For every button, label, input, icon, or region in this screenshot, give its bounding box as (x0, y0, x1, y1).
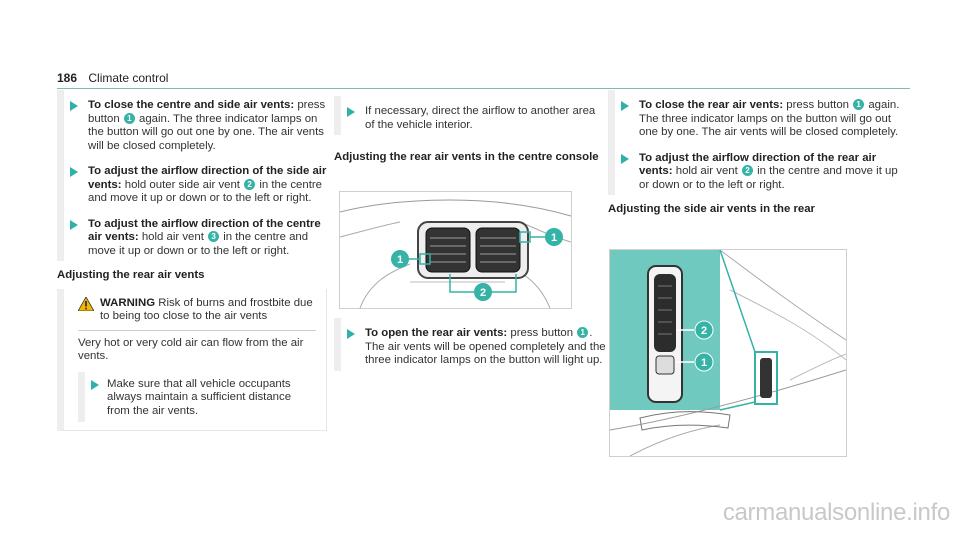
column-right: To close the rear air vents: press butto… (608, 90, 910, 223)
door-illustration: 2 1 (610, 250, 846, 456)
step-text: hold outer side air vent (124, 178, 240, 191)
figure-label: 2 (701, 325, 707, 337)
step-open-rear: To open the rear air vents: press button… (334, 318, 613, 371)
callout-badge: 1 (123, 112, 135, 124)
step-adjust-centre: To adjust the airflow direction of the c… (57, 208, 327, 261)
step-arrow-icon (621, 153, 629, 164)
figure-label: 1 (701, 357, 707, 369)
step-direct-airflow: If necessary, direct the airflow to anot… (334, 96, 606, 135)
step-text: again. The three indicator lamps on the … (88, 112, 324, 152)
step-arrow-icon (621, 101, 629, 111)
step-text: hold air vent (141, 231, 204, 243)
step-text: press button (510, 327, 574, 339)
callout-badge: 2 (244, 178, 256, 190)
warning-box: WARNING Risk of burns and frostbite due … (57, 288, 327, 431)
step-text: press button (786, 99, 849, 111)
column-middle: If necessary, direct the airflow to anot… (334, 90, 606, 171)
warning-title: Risk of burns and frostbite due to being… (100, 296, 313, 323)
callout-badge: 1 (577, 327, 589, 338)
page-number: 186 (57, 71, 78, 85)
step-adjust-rear: To adjust the airflow direction of the r… (608, 142, 910, 195)
step-lead: To adjust the airflow direction of the s… (88, 165, 327, 191)
warning-keyword: WARNING (100, 296, 156, 309)
figure-label: 1 (397, 254, 403, 266)
callout-badge: 2 (741, 165, 753, 176)
step-text: . The air vents will be opened completel… (365, 327, 606, 366)
warning-header: WARNING Risk of burns and frostbite due … (78, 296, 316, 324)
section-title: Climate control (88, 71, 169, 85)
step-lead: To open the rear air vents: (365, 327, 508, 339)
warning-action: Make sure that all vehicle occupants alw… (78, 371, 316, 422)
step-text: press button (88, 99, 326, 125)
step-arrow-icon (91, 379, 99, 390)
console-illustration: 1 2 1 (340, 199, 571, 308)
step-arrow-icon (347, 329, 355, 339)
section-heading: Adjusting the side air vents in the rear (608, 203, 815, 215)
step-text: again. The three indicator lamps on the … (639, 99, 900, 138)
step-text: If necessary, direct the airflow to anot… (365, 105, 596, 131)
callout-badge: 3 (208, 231, 220, 242)
step-arrow-icon (70, 167, 78, 177)
step-text: in the centre and move it up or down or … (88, 178, 323, 205)
figure-label: 1 (551, 232, 557, 244)
watermark: carmanualsonline.info (722, 499, 950, 526)
step-arrow-icon (70, 219, 78, 230)
step-close-rear: To close the rear air vents: press butto… (608, 90, 910, 143)
action-text: Make sure that all vehicle occupants alw… (107, 377, 292, 417)
step-text: hold air vent (675, 165, 738, 177)
step-text: in the centre and move it up or down or … (88, 231, 309, 257)
column-left: To close the centre and side air vents: … (57, 90, 327, 431)
side-rear-vent-figure: 2 1 (609, 249, 847, 457)
step-adjust-side: To adjust the airflow direction of the s… (57, 156, 327, 209)
step-lead: To adjust the airflow direction of the r… (639, 151, 877, 178)
warning-body: Very hot or very cold air can flow from … (78, 336, 304, 363)
figure-label: 2 (480, 287, 486, 299)
step-lead: To adjust the airflow direction of the c… (88, 217, 321, 244)
divider (78, 329, 316, 331)
callout-badge: 1 (853, 99, 865, 110)
step-arrow-icon (70, 101, 78, 111)
page-header: 186 Climate control (57, 71, 168, 85)
step-arrow-icon (347, 107, 355, 117)
step-close-centre-side: To close the centre and side air vents: … (57, 90, 327, 156)
centre-console-vents-figure: 1 2 1 (339, 191, 572, 309)
step-lead: To close the centre and side air vents: (88, 99, 295, 111)
section-heading: Adjusting the rear air vents (57, 269, 205, 281)
warning-triangle-icon (78, 296, 94, 311)
header-rule (57, 88, 910, 89)
step-text: in the centre and move it up or down or … (639, 165, 898, 191)
step-lead: To close the rear air vents: (639, 99, 784, 111)
section-heading: Adjusting the rear air vents in the cent… (334, 151, 599, 163)
